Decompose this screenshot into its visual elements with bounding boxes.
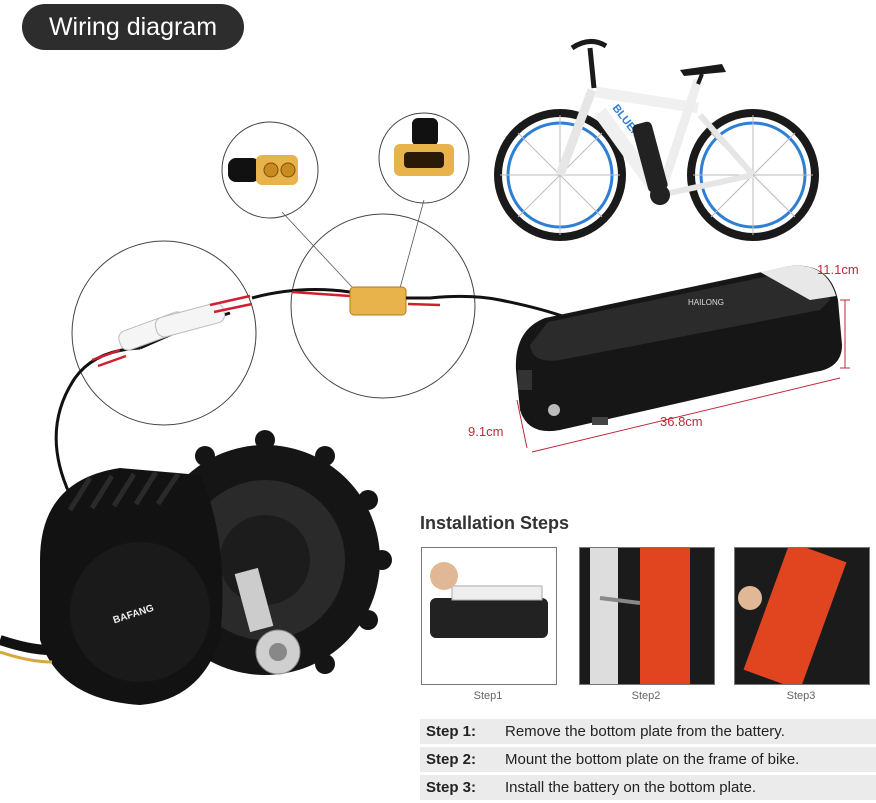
step3-photo	[734, 547, 870, 685]
dimension-lines	[516, 299, 850, 453]
step-text: Remove the bottom plate from the battery…	[505, 723, 785, 740]
step-label: Step 2:	[426, 751, 477, 768]
battery-length-label: 36.8cm	[660, 414, 703, 429]
bafang-mid-drive-motor: BAFANG	[0, 430, 392, 705]
step2-caption: Step2	[631, 690, 661, 702]
step2-photo	[579, 547, 715, 685]
ebike-illustration: BLUENERGY	[494, 39, 819, 241]
step-label: Step 1:	[426, 723, 477, 740]
xt60-connector	[349, 286, 407, 316]
hailong-battery: HAILONG	[515, 265, 842, 432]
step3-caption: Step3	[786, 690, 816, 702]
xt60-female-inset	[378, 112, 470, 204]
battery-width-label: 9.1cm	[468, 424, 504, 439]
installation-steps-list: Step 1: Remove the bottom plate from the…	[420, 719, 876, 803]
step-row: Step 3: Install the battery on the botto…	[420, 775, 876, 800]
battery-brand-label: HAILONG	[688, 298, 724, 307]
page-title: Wiring diagram	[22, 4, 244, 50]
step1-caption: Step1	[473, 690, 503, 702]
step-text: Install the battery on the bottom plate.	[505, 779, 756, 796]
step-text: Mount the bottom plate on the frame of b…	[505, 751, 800, 768]
step-label: Step 3:	[426, 779, 477, 796]
step-row: Step 1: Remove the bottom plate from the…	[420, 719, 876, 744]
magnifier-circle-fuse	[71, 240, 257, 426]
installation-title: Installation Steps	[420, 513, 570, 533]
magnifier-circle-connector	[290, 213, 476, 399]
step1-photo	[421, 547, 557, 685]
xt60-male-inset	[221, 121, 319, 219]
step-row: Step 2: Mount the bottom plate on the fr…	[420, 747, 876, 772]
battery-height-label: 11.1cm	[817, 262, 859, 277]
